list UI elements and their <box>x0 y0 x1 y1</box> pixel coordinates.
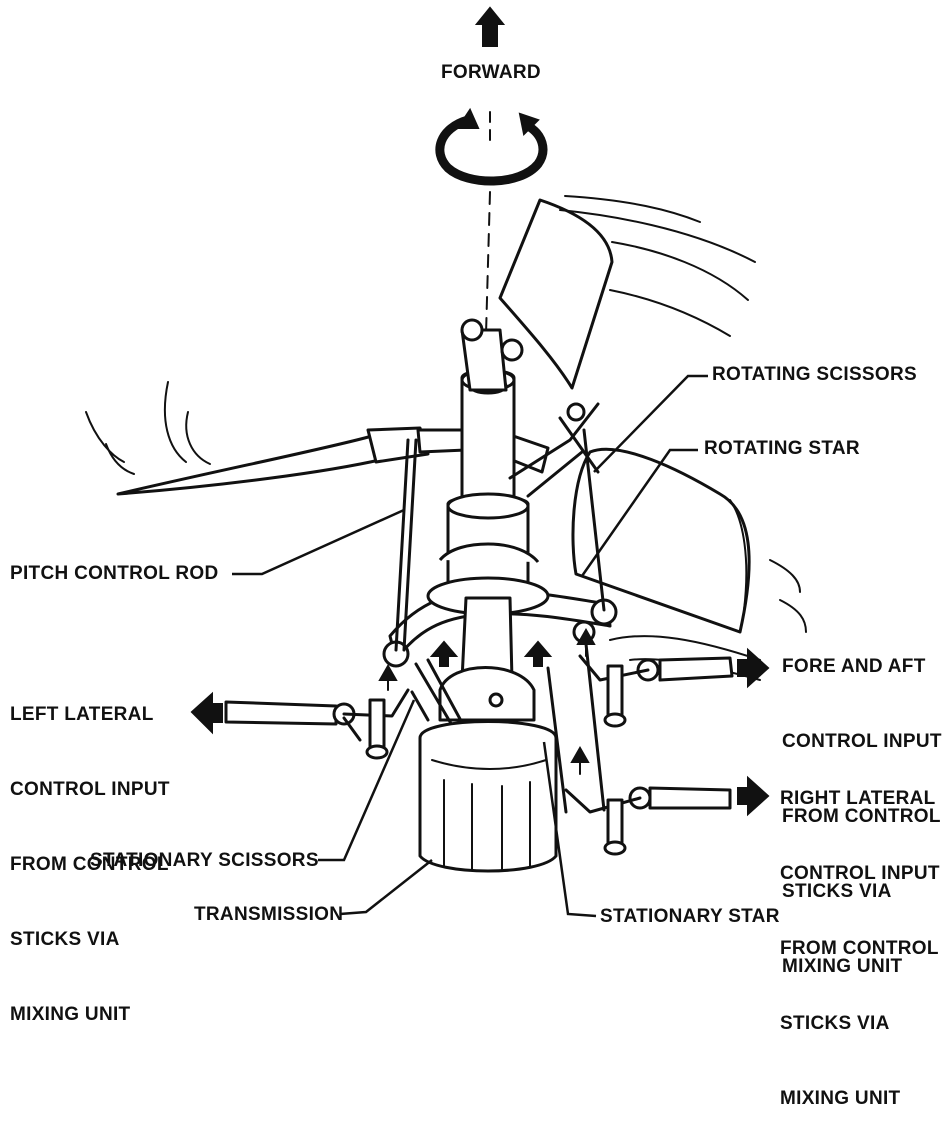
stationary-star-label: STATIONARY STAR <box>600 904 780 929</box>
left-lateral-linkage <box>226 690 408 758</box>
stationary-scissors-label: STATIONARY SCISSORS <box>90 848 319 873</box>
right-lateral-linkage <box>566 788 730 854</box>
right-input-arrow-icon <box>738 778 768 814</box>
left-input-arrow-icon <box>192 694 222 732</box>
rotating-star-label: ROTATING STAR <box>704 436 860 461</box>
forward-label: FORWARD <box>441 60 541 85</box>
forward-blade <box>500 196 755 388</box>
pitch-control-rod-label: PITCH CONTROL ROD <box>10 561 218 586</box>
transmission-label: TRANSMISSION <box>194 902 343 927</box>
transmission-housing <box>420 722 556 872</box>
rotation-arrow-icon <box>440 110 543 181</box>
left-blade <box>86 382 466 494</box>
forward-arrow-icon <box>477 8 503 46</box>
fore-aft-linkage <box>580 656 732 726</box>
right-lateral-label: RIGHT LATERAL CONTROL INPUT FROM CONTROL… <box>780 736 940 1136</box>
rotating-scissors-label: ROTATING SCISSORS <box>712 362 917 387</box>
